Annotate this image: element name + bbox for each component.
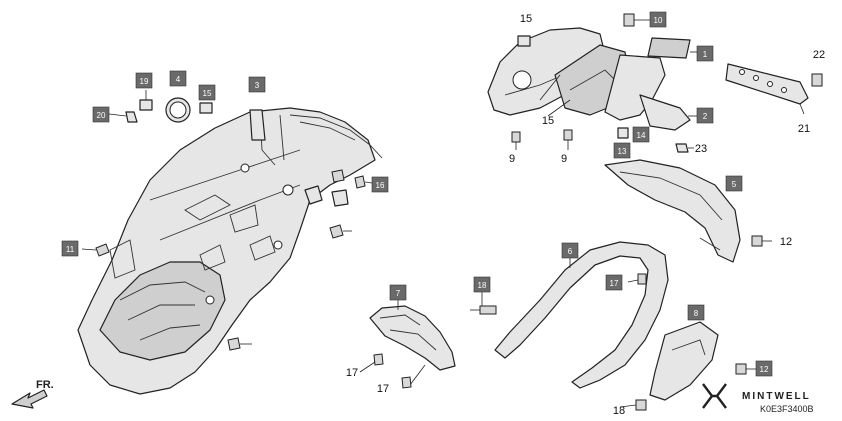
tail-cover-assembly [487,27,691,131]
front-arrow-icon [11,389,48,409]
mintwell-logo-icon [702,383,727,409]
callout-8: 8 [687,304,705,321]
callout-6-label: 6 [568,247,573,256]
callout-13-label: 13 [618,147,627,156]
callout-12-boxed-label: 12 [760,365,769,374]
callout-11-label: 11 [66,245,75,254]
callout-4: 4 [169,70,187,87]
bolt-lower [227,337,252,351]
callout-6: 6 [561,242,579,259]
callout-11: 11 [61,240,79,257]
grommet-4 [165,97,191,123]
bolt-top-center [623,13,635,27]
callout-21: 21 [798,123,810,135]
clip-15-left [199,102,213,114]
callout-2-label: 2 [703,112,708,121]
callout-10-label: 10 [654,16,663,25]
callout-10: 10 [634,11,667,28]
bolt-upper [331,169,345,183]
callout-18-boxed-label: 18 [478,281,487,290]
callout-8-label: 8 [694,309,699,318]
callout-4-label: 4 [176,75,181,84]
callout-19-label: 19 [140,77,149,86]
clip-19 [139,90,153,111]
clip-20 [125,111,138,123]
callout-18-plain: 18 [613,405,625,417]
bolts-9 [511,129,573,150]
callout-16-label: 16 [376,181,385,190]
callout-12-plain: 12 [780,236,792,248]
callout-15-boxed-label: 15 [203,89,212,98]
callout-13: 13 [613,142,631,159]
rear-fender-assembly [77,107,383,395]
callout-12-boxed: 12 [746,360,773,377]
callout-17-boxed: 17 [605,274,623,291]
callout-22: 22 [813,49,825,61]
callout-17-a: 17 [346,367,358,379]
clip-15-top [517,35,531,47]
collar-14 [617,127,629,139]
callout-20-label: 20 [97,111,106,120]
callout-5: 5 [725,175,743,192]
license-light-7 [359,300,456,389]
front-direction-label: FR. [36,379,54,391]
callout-17-b: 17 [377,383,389,395]
bolt-mid [329,224,352,239]
callout-1-label: 1 [703,50,708,59]
callout-9-a: 9 [509,153,515,165]
clip-23 [675,143,694,153]
mintwell-watermark: MINTWELL [702,383,811,409]
callout-16: 16 [371,176,389,193]
callout-2: 2 [688,107,714,124]
callout-23: 23 [695,143,707,155]
callout-15-plain: 15 [520,13,532,25]
front-direction-indicator: FR. [11,379,54,409]
callout-9-b: 9 [561,153,567,165]
callout-1: 1 [690,45,714,62]
license-bracket-21 [725,63,823,115]
callout-15-boxed: 15 [198,84,216,101]
callout-17-boxed-label: 17 [610,279,619,288]
callout-19: 19 [135,72,153,89]
diagram-code: K0E3F3400B [760,404,814,414]
callout-20: 20 [92,106,127,123]
callout-5-label: 5 [732,180,737,189]
callout-15-mid: 15 [542,115,554,127]
watermark-text: MINTWELL [742,391,811,402]
callout-7: 7 [389,284,407,301]
side-bracket-8 [619,321,747,411]
grab-rail-6 [470,241,669,389]
reflector-10 [647,37,691,59]
rear-fender-5 [604,159,772,263]
callout-14: 14 [632,126,650,143]
callout-18-boxed: 18 [473,276,491,306]
callout-14-label: 14 [637,131,646,140]
callout-3: 3 [248,76,266,93]
bolt-16 [354,175,373,189]
callout-7-label: 7 [396,289,401,298]
bolt-11 [81,243,110,257]
callout-3-label: 3 [255,81,260,90]
